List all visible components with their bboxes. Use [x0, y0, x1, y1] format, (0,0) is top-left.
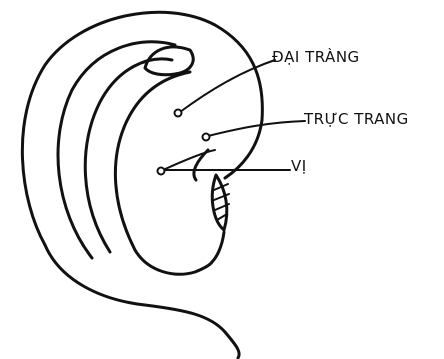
lobe-inner-curve — [135, 250, 212, 274]
point-vi — [158, 168, 165, 175]
intertragic-notch — [212, 232, 224, 262]
tragus-hatched — [212, 175, 227, 230]
label-dai-trang: ĐẠI TRÀNG — [272, 48, 360, 66]
point-truc-trang — [203, 134, 210, 141]
antihelix-ridge-inner — [115, 72, 190, 250]
point-dai-trang — [175, 110, 182, 117]
earlobe-outline — [45, 245, 239, 358]
antihelix-ridge-middle — [85, 59, 172, 252]
leader-line-truc-trang — [208, 121, 305, 136]
leader-line-vi-upper — [163, 150, 215, 170]
label-vi: VỊ — [291, 157, 307, 175]
label-truc-trang: TRỰC TRANG — [304, 110, 409, 128]
